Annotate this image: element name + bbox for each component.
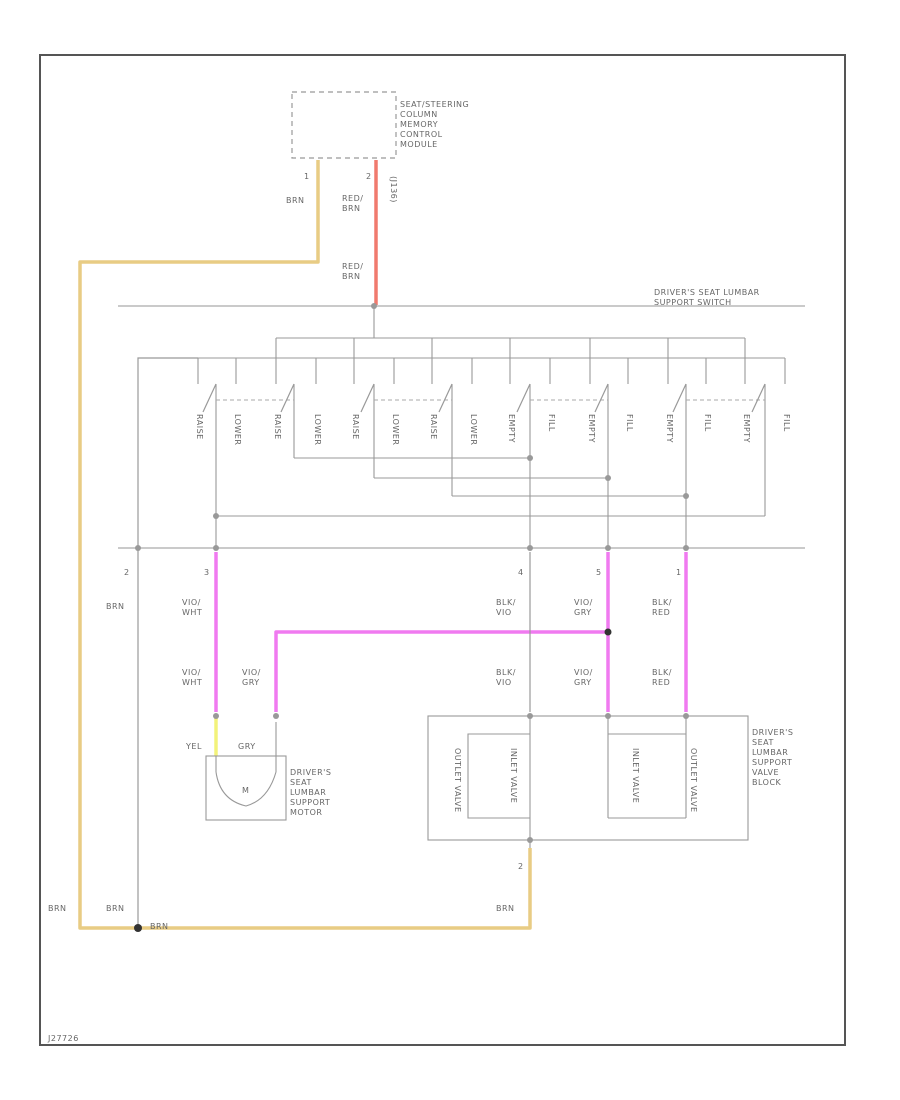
memory-module-label: SEAT/STEERING COLUMN MEMORY CONTROL MODU… [400,100,470,149]
pin-mm-2: 2 [366,172,372,181]
lumbar-motor-box [205,722,287,821]
valve-block-label: DRIVER'S SEAT LUMBAR SUPPORT VALVE BLOCK [752,728,794,787]
pin-sw-2: 2 [124,568,130,577]
motor-pin-gry: GRY [238,742,256,751]
valve-label-1: OUTLET VALVE [453,748,462,813]
vio-splice-dot [604,628,612,636]
motor-pin-yel: YEL [186,742,202,751]
motor-symbol: M [242,786,250,795]
memory-module-box [291,91,397,159]
switch-internal-wiring [138,306,786,548]
wire-label-red-brn-mid: RED/ BRN [342,262,364,281]
wire-label-blk-vio-2: BLK/ VIO [496,668,516,687]
diagram-id: J27726 [48,1034,79,1043]
pin-sw-1: 1 [676,568,682,577]
wire-label-brn-top: BRN [286,196,305,205]
wire-label-brn-left-mid: BRN [106,602,125,611]
switch-label-raise: RAISE [351,414,360,440]
wire-label-blk-vio-1: BLK/ VIO [496,598,516,617]
brn-switch-ground-wire [137,357,198,928]
wire-label-vio-gry-2: VIO/ GRY [574,668,593,687]
wire-label-blk-red-1: BLK/ RED [652,598,672,617]
lumbar-motor-label: DRIVER'S SEAT LUMBAR SUPPORT MOTOR [290,768,332,817]
switch-label-empty: EMPTY [587,414,596,444]
switch-label-empty: EMPTY [742,414,751,444]
pin-mm-1: 1 [304,172,310,181]
wire-label-vio-gry-motor: VIO/ GRY [242,668,261,687]
switch-label-fill: FILL [782,414,791,432]
ground-splice-dot [134,924,142,932]
switch-label-empty: EMPTY [507,414,516,444]
switch-label-lower: LOWER [313,414,322,446]
terminals [135,303,689,843]
valve-label-2: INLET VALVE [509,748,518,804]
switch-label-lower: LOWER [469,414,478,446]
vio-wires [214,552,688,712]
switch-blades [202,383,766,413]
memory-module-side-label: (J136) [389,176,398,203]
wire-label-brn-splice: BRN [150,922,169,931]
switch-label-raise: RAISE [273,414,282,440]
pin-sw-3: 3 [204,568,210,577]
pin-vb-2: 2 [518,862,524,871]
wire-label-red-brn-top: RED/ BRN [342,194,364,213]
switch-label-lower: LOWER [391,414,400,446]
pin-sw-5: 5 [596,568,602,577]
switch-label-lower: LOWER [233,414,242,446]
switch-label-fill: FILL [547,414,556,432]
pin-sw-4: 4 [518,568,524,577]
lumbar-switch-label: DRIVER'S SEAT LUMBAR SUPPORT SWITCH [654,288,760,307]
wire-label-blk-red-2: BLK/ RED [652,668,672,687]
wire-label-brn-left-low: BRN [106,904,125,913]
switch-label-fill: FILL [625,414,634,432]
switch-label-raise: RAISE [429,414,438,440]
diagram-frame [39,54,846,1046]
switch-label-empty: EMPTY [665,414,674,444]
wire-label-vio-wht-1: VIO/ WHT [182,598,203,617]
wire-label-vio-wht-2: VIO/ WHT [182,668,203,687]
switch-label-raise: RAISE [195,414,204,440]
wire-label-brn-right-low: BRN [496,904,515,913]
wire-label-vio-gry-1: VIO/ GRY [574,598,593,617]
brn-ground-wire [78,160,532,930]
wire-label-brn-left-outer: BRN [48,904,67,913]
valve-label-3: INLET VALVE [631,748,640,804]
switch-label-fill: FILL [703,414,712,432]
valve-block-box [427,715,749,848]
valve-label-4: OUTLET VALVE [689,748,698,813]
